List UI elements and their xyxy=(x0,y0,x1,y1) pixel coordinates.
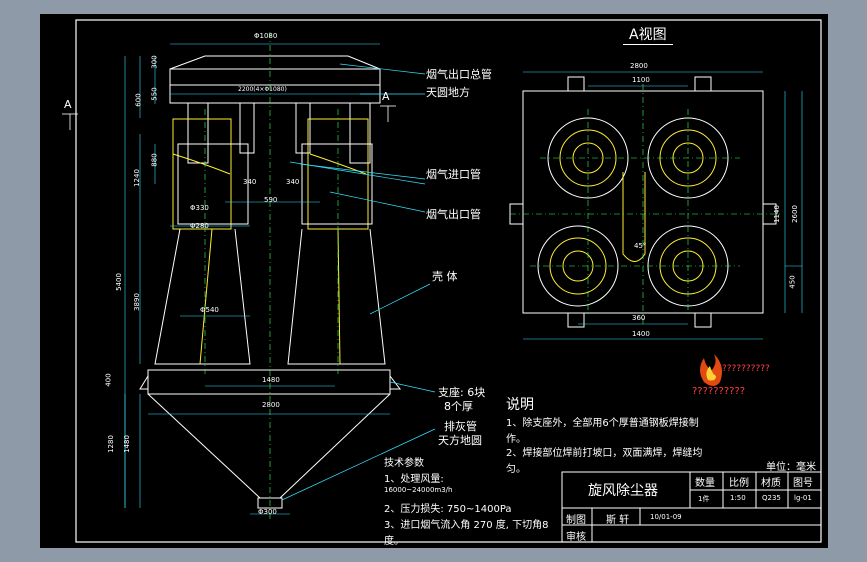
dim-top-width: 2200(4×Φ1080) xyxy=(238,86,287,93)
inlet-curve-right xyxy=(309,153,367,175)
a-view xyxy=(509,71,803,340)
dim-a-450: 450 xyxy=(788,275,797,289)
support-right xyxy=(389,375,402,390)
cone-inner-left xyxy=(199,228,213,365)
dim-a-1400: 1400 xyxy=(632,330,650,338)
notes-line1b: 作。 xyxy=(506,434,526,445)
dim-w-590: 590 xyxy=(264,196,278,204)
cone-left xyxy=(154,228,251,365)
dim-a-2600: 2600 xyxy=(790,205,799,223)
cone-inner-right xyxy=(337,228,341,365)
notes-line1: 1、除支座外，全部用6个厚普通钢板焊接制 xyxy=(506,418,699,429)
notes-title: 说明 xyxy=(506,397,534,413)
cone-right xyxy=(287,228,386,365)
callout-outlet-header: 烟气出口总管 xyxy=(426,68,492,81)
tech-p1: 1、处理风量: xyxy=(384,474,444,485)
tb-date: 10/01-09 xyxy=(650,513,682,521)
callout-outlet-pipe: 烟气出口管 xyxy=(426,208,481,221)
notes-unit: 单位：毫米 xyxy=(766,462,816,473)
outlet-pipe-right xyxy=(349,102,371,164)
tech-p2: 2、压力损失: 750~1400Pa xyxy=(384,504,512,515)
shell-upper-left xyxy=(177,143,249,225)
callout-ash-pipe: 排灰管 xyxy=(444,420,477,433)
cyclone-cylinder-left xyxy=(172,118,232,230)
front-dimensions xyxy=(124,43,390,515)
dim-h-300: 300 xyxy=(150,55,159,69)
callout-support: 支座: 6块 xyxy=(438,386,486,399)
dim-w-2800: 2800 xyxy=(262,401,280,409)
outlet-dome xyxy=(169,55,381,70)
dim-h-880: 880 xyxy=(150,153,159,167)
tb-drawn-label: 制图 xyxy=(566,515,586,526)
dim-h-600: 600 xyxy=(134,93,143,107)
view-title: A视图 xyxy=(623,24,673,45)
dim-h-400: 400 xyxy=(104,373,113,387)
outlet-header-box xyxy=(169,68,381,86)
tb-v-scale: 1:50 xyxy=(730,494,746,502)
dim-a-1140: 1140 xyxy=(772,205,781,223)
drawing-frame xyxy=(75,19,822,543)
section-mark-left: A xyxy=(64,98,72,111)
callout-support-thick: 8个厚 xyxy=(444,400,473,413)
a-view-base xyxy=(522,90,764,314)
dim-a-angle: 45° xyxy=(634,242,647,250)
callout-inlet-pipe: 烟气进口管 xyxy=(426,168,481,181)
dim-d-540: Φ540 xyxy=(200,306,219,314)
tech-p3: 3、进口烟气流入角 270 度, 下切角8 xyxy=(384,520,549,531)
dim-h-1480: 1480 xyxy=(122,435,131,453)
dim-w-1480: 1480 xyxy=(262,376,280,384)
tb-h-mat: 材质 xyxy=(761,478,781,489)
outlet-pipe-left xyxy=(187,102,209,164)
title-block xyxy=(561,471,822,543)
logo-sub: ?????????? xyxy=(692,386,746,397)
dim-d-300: Φ300 xyxy=(258,508,277,516)
tech-title: 技术参数 xyxy=(384,458,424,469)
tb-v-dwg: lg-01 xyxy=(794,494,812,502)
drawing-name: 旋风除尘器 xyxy=(588,483,658,499)
support-left xyxy=(139,375,149,390)
tb-v-qty: 1件 xyxy=(698,495,710,503)
dim-top-dia: Φ1080 xyxy=(254,32,278,40)
drawing-canvas: A视图 A A 烟气出口总管 天圆地方 烟气进口管 烟气出口管 壳 体 支座: … xyxy=(40,14,828,548)
callout-ash-transition: 天方地圆 xyxy=(438,434,482,447)
dim-w-340b: 340 xyxy=(286,178,300,186)
front-centerlines xyxy=(204,32,339,519)
tech-p3b: 度。 xyxy=(384,536,404,547)
tech-p1v: 16000~24000m3/h xyxy=(384,486,453,494)
cad-drawing xyxy=(62,19,822,543)
tb-drawn-name: 斯 轩 xyxy=(606,515,630,526)
dim-h-1280: 1280 xyxy=(106,435,115,453)
logo-text: ?????????? xyxy=(722,364,770,374)
leaders xyxy=(281,63,436,501)
dim-h-550: 550 xyxy=(150,87,159,101)
dim-d-330: Φ330 xyxy=(190,204,209,212)
outlet-pipe-mid-right xyxy=(295,102,311,154)
tb-v-mat: Q235 xyxy=(762,494,781,502)
tb-check-label: 审核 xyxy=(566,532,586,543)
tb-h-dwg: 图号 xyxy=(793,478,813,489)
dim-a-1100: 1100 xyxy=(632,76,650,84)
flame-logo-icon xyxy=(700,354,722,386)
dim-d-280: Φ280 xyxy=(190,222,209,230)
dim-a-2800: 2800 xyxy=(630,62,648,70)
shell-upper-right xyxy=(301,143,373,225)
ash-hopper xyxy=(147,393,391,499)
callout-shell: 壳 体 xyxy=(432,270,458,283)
outlet-pipe-mid-left xyxy=(239,102,255,154)
tb-h-scale: 比例 xyxy=(729,478,749,489)
dim-h-1240: 1240 xyxy=(132,169,141,187)
tb-h-qty: 数量 xyxy=(695,478,715,489)
dim-w-340a: 340 xyxy=(243,178,257,186)
inlet-duct xyxy=(622,172,646,262)
callout-transition: 天圆地方 xyxy=(426,86,470,99)
notes-line2b: 匀。 xyxy=(506,464,526,475)
dim-h-5400: 5400 xyxy=(114,273,123,291)
inlet-curve-left xyxy=(172,153,231,175)
section-arrows xyxy=(62,105,396,130)
dim-h-3890: 3890 xyxy=(132,293,141,311)
ash-outlet xyxy=(257,497,283,509)
dim-a-360: 360 xyxy=(632,314,646,322)
section-mark-right: A xyxy=(382,90,390,103)
notes-line2: 2、焊接部位焊前打坡口，双面满焊，焊缝均 xyxy=(506,448,703,459)
